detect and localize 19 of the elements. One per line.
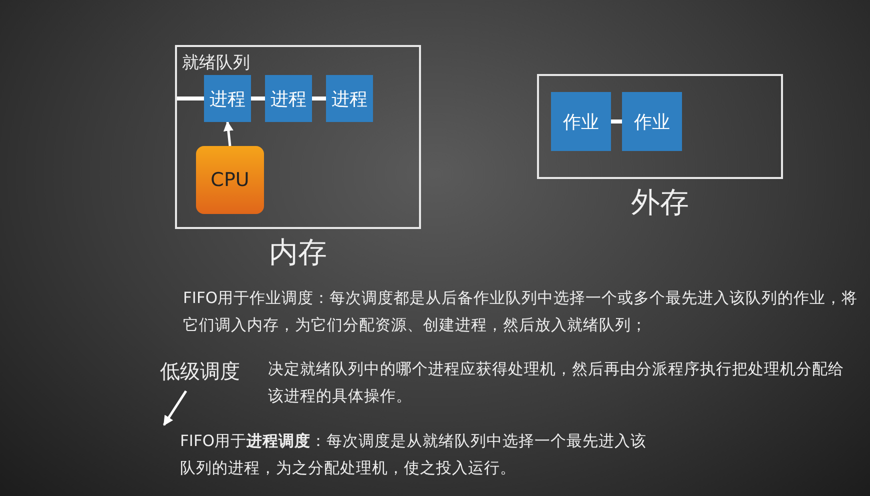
connector-line xyxy=(312,96,326,100)
connector-line xyxy=(176,96,204,100)
connector-line xyxy=(611,120,622,124)
arrow xyxy=(223,121,234,146)
cpu-chip: CPU xyxy=(196,146,264,214)
box-heading: 就绪队列 xyxy=(182,52,250,74)
arrow xyxy=(162,390,188,426)
process-box: 进程 xyxy=(265,75,312,122)
job-box: 作业 xyxy=(551,92,611,151)
paragraph: 决定就绪队列中的哪个进程应获得处理机，然后再由分派程序执行把处理机分配给该进程的具体操作。 xyxy=(268,359,845,407)
term-label: 低级调度 xyxy=(160,358,262,388)
process-box: 进程 xyxy=(326,75,373,122)
box-caption: 内存 xyxy=(268,234,328,271)
box-caption: 外存 xyxy=(630,184,690,221)
paragraph: FIFO用于作业调度：每次调度都是从后备作业队列中选择一个或多个最先进入该队列的作业，将它们调入内存，为它们分配资源、创建进程，然后放入就绪队列； xyxy=(183,288,858,336)
connector-line xyxy=(251,96,265,100)
process-box: 进程 xyxy=(204,75,251,122)
job-box: 作业 xyxy=(622,92,682,151)
paragraph: FIFO用于进程调度：每次调度是从就绪队列中选择一个最先进入该队列的进程，为之分配处理机，使之投入运行。 xyxy=(180,428,660,484)
